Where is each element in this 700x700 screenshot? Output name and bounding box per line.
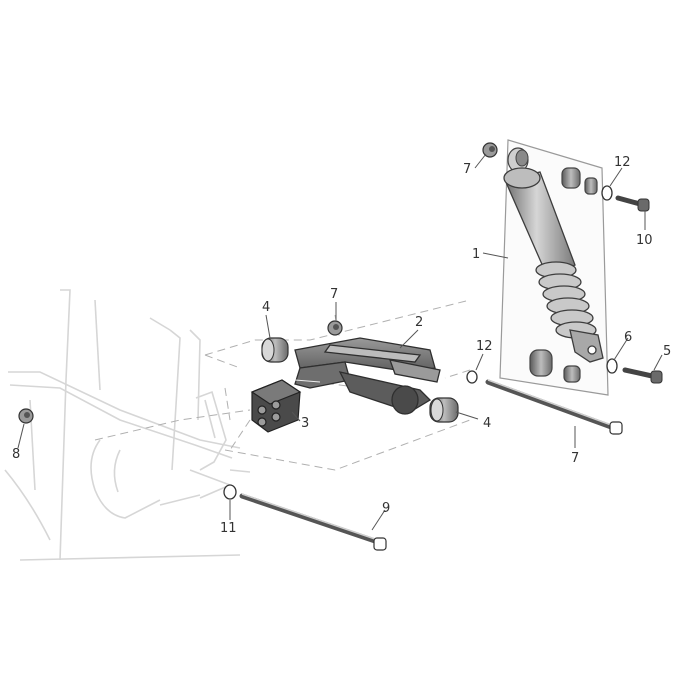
bolt-10 bbox=[615, 195, 650, 212]
bushing-4-left bbox=[261, 337, 289, 363]
callout-3: 3 bbox=[301, 416, 309, 431]
shock-absorber bbox=[503, 167, 604, 363]
callout-2: 2 bbox=[415, 315, 423, 330]
callout-1: 1 bbox=[472, 247, 480, 262]
callout-7c: 8 bbox=[12, 447, 20, 462]
silent-block-3 bbox=[250, 379, 302, 433]
nut-7-left bbox=[18, 408, 34, 424]
callout-7b: 7 bbox=[330, 287, 338, 302]
nut-7-upper bbox=[482, 142, 498, 158]
lower-bushings bbox=[529, 349, 581, 383]
leader-lines bbox=[17, 153, 663, 531]
nut-7-middle bbox=[327, 320, 343, 336]
callout-5: 5 bbox=[663, 344, 671, 359]
washer-6 bbox=[606, 358, 618, 374]
callout-4b: 4 bbox=[483, 416, 491, 431]
long-bolt-9 bbox=[485, 379, 623, 435]
long-bolt-8 bbox=[239, 493, 387, 551]
washer-12-right bbox=[466, 370, 478, 384]
callout-9: 7 bbox=[571, 451, 579, 466]
upper-bushings bbox=[507, 147, 598, 195]
callout-6: 6 bbox=[624, 330, 632, 345]
callout-11: 12 bbox=[614, 155, 631, 170]
bushing-4-right bbox=[429, 397, 459, 423]
bolt-5 bbox=[622, 367, 663, 384]
callout-8: 9 bbox=[382, 501, 390, 516]
callout-12a: 12 bbox=[476, 339, 493, 354]
scooter-frame-outline bbox=[4, 289, 251, 561]
washer-11 bbox=[601, 185, 613, 201]
swing-arm bbox=[294, 337, 441, 415]
callout-12b: 11 bbox=[220, 521, 237, 536]
washer-12-bottom bbox=[223, 484, 237, 500]
callout-4a: 4 bbox=[262, 300, 270, 315]
callout-labels: 7 12 10 1 4 7 2 12 6 5 3 4 7 8 11 9 bbox=[12, 155, 671, 536]
callout-7a: 7 bbox=[463, 162, 471, 177]
callout-10: 10 bbox=[636, 233, 653, 248]
